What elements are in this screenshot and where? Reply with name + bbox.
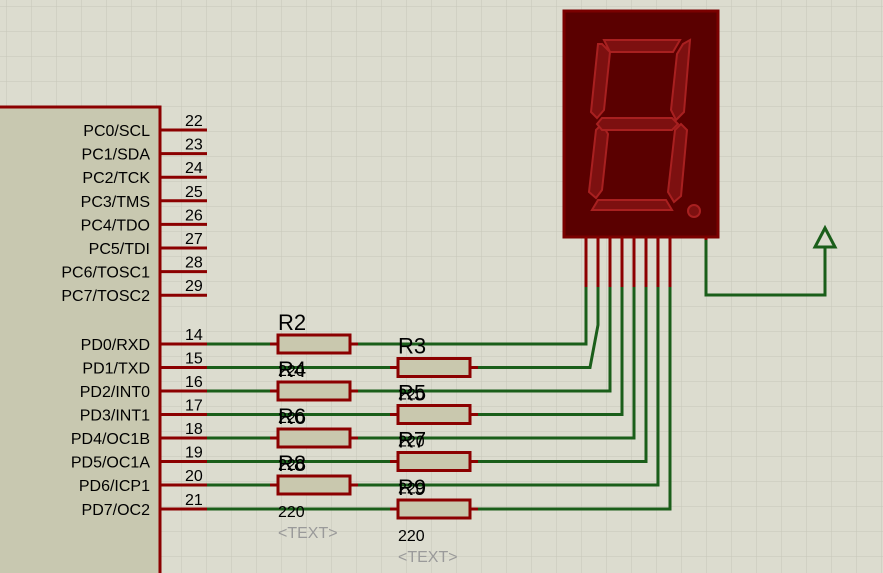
pin-name-pd7: PD7/OC2 [82,502,151,519]
text-placeholder-right: <TEXT> [398,549,458,566]
resistor-label: R7 [398,428,426,453]
pin-number-pd0: 14 [185,327,203,344]
resistor-value: 220 [278,504,305,521]
display-pins [584,237,708,287]
pin-number-pd7: 21 [185,492,203,509]
resistor-body [276,333,352,355]
pin-name-pd2: PD2/INT0 [80,384,150,401]
pin-number-pd1: 15 [185,351,203,368]
resistor-label: R2 [278,310,306,335]
pin-number-pd2: 16 [185,374,203,391]
pin-name-pc5: PC5/TDI [89,241,150,258]
resistor-value: 220 [398,434,425,451]
pin-name-pd0: PD0/RXD [81,337,150,354]
resistor-value: 220 [398,528,425,545]
pin-number-pc2: 24 [185,160,203,177]
pin-name-pc7: PC7/TOSC2 [61,288,150,305]
display-segments [587,38,701,218]
wire-pd5 [207,287,648,463]
resistor-value: 220 [278,457,305,474]
resistor-body [396,357,472,378]
text-placeholder-left: <TEXT> [278,525,338,542]
pin-name-pc4: PC4/TDO [81,217,150,234]
resistor-body [276,427,352,449]
pin-name-pc1: PC1/SDA [82,147,151,164]
segment-d [590,199,674,211]
resistor-body [396,404,472,425]
common-wire [704,240,827,297]
pin-name-pd4: PD4/OC1B [71,431,150,448]
pin-number-pd5: 19 [185,445,203,462]
resistor-label: R5 [398,381,426,406]
resistor-r2[interactable]: R2 220 [270,310,358,380]
resistor-value: 220 [398,481,425,498]
resistor-r3[interactable]: R3 220 [390,334,478,404]
pin-name-pc3: PC3/TMS [81,194,150,211]
resistor-value: 220 [278,410,305,427]
pin-number-pc6: 28 [185,255,203,272]
resistor-body [396,498,472,520]
power-arrow-icon [812,224,838,249]
pin-name-pc0: PC0/SCL [83,123,150,140]
resistor-label: R9 [398,475,426,500]
pin-number-pc1: 23 [185,137,203,154]
pin-name-pd3: PD3/INT1 [80,408,150,425]
pin-number-pd4: 18 [185,421,203,438]
pin-name-pd6: PD6/ICP1 [79,478,150,495]
pin-name-pd1: PD1/TXD [82,361,150,378]
wire-pd3 [207,287,624,416]
pin-name-pc6: PC6/TOSC1 [61,265,150,282]
resistor-value: 220 [278,363,305,380]
pin-number-pc4: 26 [185,207,203,224]
resistor-body [276,380,352,402]
resistor-label: R8 [278,451,306,476]
pin-number-pc5: 27 [185,231,203,248]
segment-a [602,39,682,53]
segment-c [666,122,689,204]
segment-dp [687,204,701,218]
resistor-label: R3 [398,334,426,359]
pin-number-pd3: 17 [185,398,203,415]
segment-g [595,117,680,131]
pin-number-pc0: 22 [185,113,203,130]
pin-number-pd6: 20 [185,468,203,485]
resistor-label: R6 [278,404,306,429]
power-terminal[interactable] [704,224,838,297]
pin-name-pd5: PD5/OC1A [71,455,150,472]
pin-number-pc7: 29 [185,278,203,295]
wire-pd7 [207,287,672,511]
segment-b [669,38,692,122]
resistor-label: R4 [278,357,306,382]
mcu-body[interactable] [0,105,162,573]
resistor-body [396,451,472,472]
pin-name-pc2: PC2/TCK [82,170,150,187]
resistors: R2220R4220R6220R8220R3220R5220R7220R9220… [270,310,478,566]
resistor-body [276,474,352,496]
resistor-value: 220 [398,387,425,404]
segment-f [589,43,612,120]
pin-number-pc3: 25 [185,184,203,201]
seven-segment-display[interactable] [562,9,720,287]
